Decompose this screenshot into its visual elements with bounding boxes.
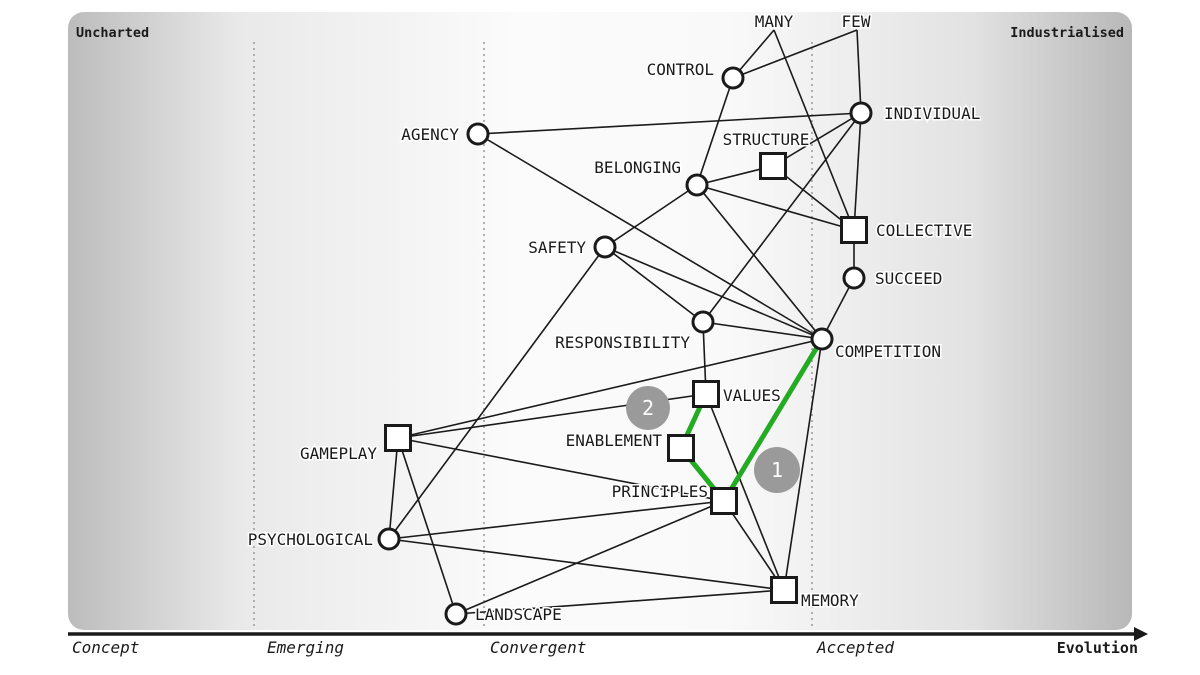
badge-1: 1 xyxy=(754,447,800,493)
edge-belonging-safety xyxy=(604,184,698,248)
label-responsibility: RESPONSIBILITY xyxy=(555,333,690,352)
edge-agency-individual xyxy=(477,112,862,135)
label-values: VALUES xyxy=(723,386,781,405)
edge-individual-collective xyxy=(853,112,862,231)
node-principles xyxy=(710,487,738,515)
badge-circle xyxy=(754,447,800,493)
edge-individual-responsibility xyxy=(702,112,862,323)
label-agency: AGENCY xyxy=(401,125,459,144)
label-enablement: ENABLEMENT xyxy=(566,431,663,450)
node-succeed xyxy=(842,266,866,290)
badge-number: 2 xyxy=(642,396,654,420)
edge-safety-psychological xyxy=(388,246,606,540)
label-few: FEW xyxy=(842,12,871,31)
label-individual: INDIVIDUAL xyxy=(884,104,980,123)
edge-psychological-principles xyxy=(388,500,725,540)
map-panel-background xyxy=(68,12,1132,630)
label-landscape: LANDSCAPE xyxy=(475,605,562,624)
node-psychological xyxy=(377,527,401,551)
label-belonging: BELONGING xyxy=(594,158,681,177)
edge-control-belonging xyxy=(696,77,734,186)
node-labels: MANY FEW CONTROL INDIVIDUAL AGENCY STRUCTURE B… xyxy=(246,11,982,626)
label-succeed: SUCCEED xyxy=(875,269,942,288)
label-control: CONTROL xyxy=(647,60,714,79)
highlighted-path-2 xyxy=(721,336,825,504)
edge-agency-competition xyxy=(477,133,823,340)
badge-circle xyxy=(626,386,670,430)
edge-principles-memory xyxy=(723,500,785,591)
node-values xyxy=(692,380,720,408)
edge-landscape-principles xyxy=(455,500,725,615)
edge-belonging-collective xyxy=(696,184,855,231)
map-nodes xyxy=(377,66,873,626)
edge-gameplay-psychological xyxy=(388,437,399,540)
uncharted-label: Uncharted xyxy=(76,25,149,41)
badge-2: 2 xyxy=(626,386,670,430)
node-gameplay xyxy=(384,424,412,452)
edge-values-memory xyxy=(705,393,785,591)
label-collective: COLLECTIVE xyxy=(876,221,972,240)
node-belonging xyxy=(685,173,709,197)
evolution-axis: Concept Emerging Convergent Accepted Evolut… xyxy=(68,627,1148,657)
label-psychological: PSYCHOLOGICAL xyxy=(248,530,373,549)
evolution-label: Evolution xyxy=(1057,639,1138,657)
node-safety xyxy=(593,235,617,259)
stage-label-accepted: Accepted xyxy=(816,638,894,657)
edge-gameplay-competition xyxy=(397,338,823,439)
evolution-axis-arrowhead xyxy=(1134,627,1148,641)
node-responsibility xyxy=(691,310,715,334)
node-enablement xyxy=(667,434,695,462)
numbered-badges: 12 xyxy=(626,386,800,493)
edge-few-individual xyxy=(856,29,862,114)
edge-gameplay-landscape xyxy=(397,437,457,615)
node-competition xyxy=(810,327,834,351)
edge-psychological-memory xyxy=(388,538,785,591)
node-structure xyxy=(759,152,787,180)
label-gameplay: GAMEPLAY xyxy=(300,444,377,463)
stage-labels: Concept Emerging Convergent Accepted xyxy=(72,638,894,657)
edge-responsibility-competition xyxy=(702,321,823,340)
label-competition: COMPETITION xyxy=(835,342,941,361)
label-many: MANY xyxy=(755,12,794,31)
edge-many-collective xyxy=(773,29,855,231)
edge-individual-structure xyxy=(772,112,862,167)
node-collective xyxy=(840,216,868,244)
node-individual xyxy=(849,101,873,125)
node-memory xyxy=(770,576,798,604)
node-control xyxy=(721,66,745,90)
label-memory: MEMORY xyxy=(801,591,859,610)
label-principles: PRINCIPLES xyxy=(612,482,708,501)
label-safety: SAFETY xyxy=(528,238,586,257)
edge-few-control xyxy=(732,29,858,79)
badge-number: 1 xyxy=(771,458,783,482)
edge-safety-responsibility xyxy=(604,246,704,323)
edge-competition-memory xyxy=(783,338,823,591)
node-landscape xyxy=(444,602,468,626)
edge-lines xyxy=(388,29,862,615)
stage-label-concept: Concept xyxy=(72,638,139,657)
stage-label-emerging: Emerging xyxy=(267,638,344,657)
edge-belonging-competition xyxy=(696,184,823,340)
edge-gameplay-principles xyxy=(397,437,725,502)
edge-safety-competition xyxy=(604,246,823,340)
label-structure: STRUCTURE xyxy=(723,130,810,149)
industrialised-label: Industrialised xyxy=(1010,25,1124,41)
node-agency xyxy=(466,122,490,146)
edge-landscape-memory xyxy=(455,589,785,615)
stage-label-convergent: Convergent xyxy=(490,638,586,657)
